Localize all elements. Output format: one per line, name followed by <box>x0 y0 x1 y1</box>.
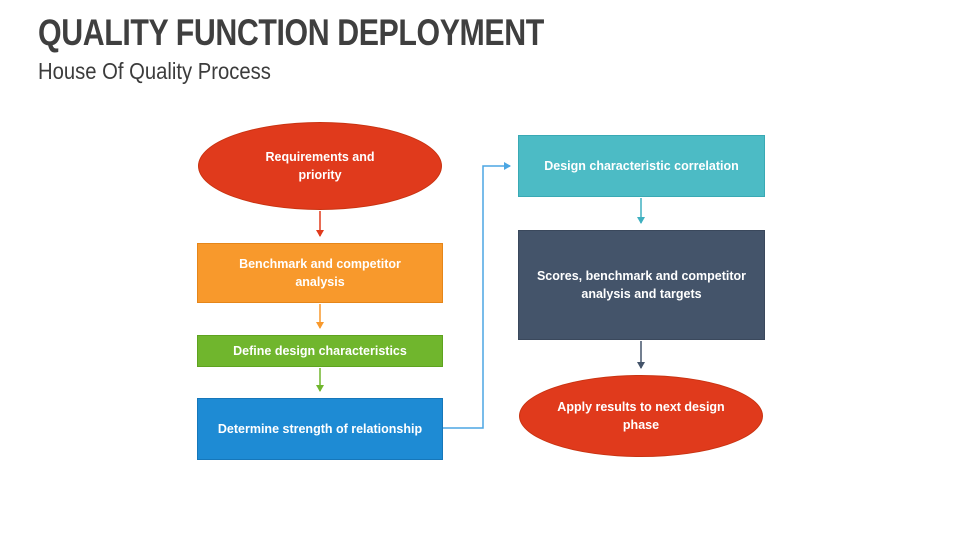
node-benchmark-analysis-label: Benchmark and competitor analysis <box>239 256 401 289</box>
node-define-design-characteristics: Define design characteristics <box>197 335 443 367</box>
page-title: QUALITY FUNCTION DEPLOYMENT <box>38 12 544 53</box>
node-scores-benchmark-targets-label: Scores, benchmark and competitor analysi… <box>536 268 747 301</box>
node-design-characteristic-correlation: Design characteristic correlation <box>518 135 765 197</box>
node-define-design-characteristics-label: Define design characteristics <box>233 343 407 358</box>
node-determine-strength-label: Determine strength of relationship <box>217 421 423 436</box>
elbow-connector-determine-to-correlation <box>443 162 511 429</box>
node-requirements-priority-label: Requirements and priority <box>265 149 375 182</box>
page-subtitle: House Of Quality Process <box>38 58 271 84</box>
node-design-characteristic-correlation-label: Design characteristic correlation <box>544 158 739 173</box>
node-scores-benchmark-targets: Scores, benchmark and competitor analysi… <box>518 230 765 340</box>
node-determine-strength: Determine strength of relationship <box>197 398 443 460</box>
node-benchmark-analysis: Benchmark and competitor analysis <box>197 243 443 303</box>
node-apply-results: Apply results to next design phase <box>519 375 763 457</box>
node-apply-results-label: Apply results to next design phase <box>557 399 725 432</box>
node-requirements-priority: Requirements and priority <box>198 122 442 210</box>
